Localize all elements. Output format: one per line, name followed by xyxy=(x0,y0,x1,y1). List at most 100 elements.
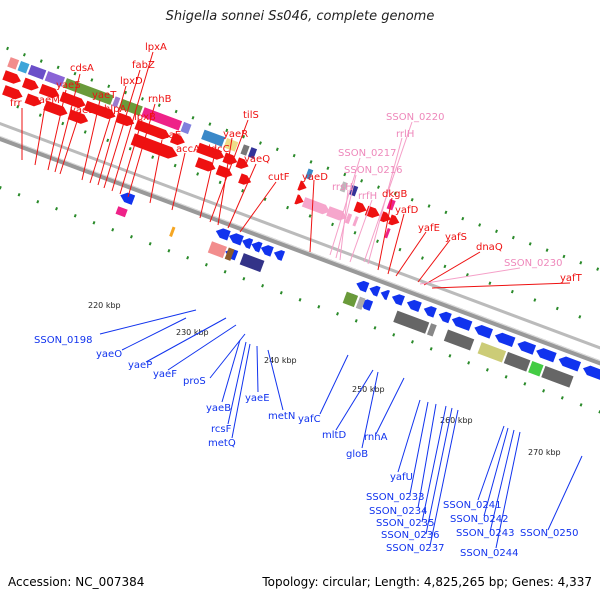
cog-box[interactable] xyxy=(339,181,348,193)
gene-arrow[interactable] xyxy=(169,132,187,147)
gene-label-sson_0243[interactable]: SSON_0243 xyxy=(456,528,515,539)
cog-box[interactable] xyxy=(44,71,66,87)
gene-arrow[interactable] xyxy=(222,152,239,167)
gene-arrow[interactable] xyxy=(388,214,401,228)
gene-arrow[interactable] xyxy=(516,339,537,355)
cog-box[interactable] xyxy=(443,329,475,351)
gene-label-yafc[interactable]: yafC xyxy=(298,414,321,425)
gene-label-sson_0220[interactable]: SSON_0220 xyxy=(386,112,445,123)
rrna-arrow[interactable] xyxy=(301,197,332,216)
gene-label-frr[interactable]: frr xyxy=(10,98,22,109)
gene-label-rrlh[interactable]: rrlH xyxy=(396,129,414,140)
gene-label-ldcc[interactable]: ldcC xyxy=(208,144,230,155)
gene-arrow[interactable] xyxy=(214,226,231,241)
gene-label-sson_0250[interactable]: SSON_0250 xyxy=(520,528,579,539)
gene-arrow[interactable] xyxy=(294,194,305,206)
cog-box[interactable] xyxy=(141,107,183,131)
gene-label-fabz[interactable]: fabZ xyxy=(132,60,155,71)
gene-arrow[interactable] xyxy=(557,354,582,372)
gene-label-yaed[interactable]: yaeD xyxy=(302,172,328,183)
cog-box[interactable] xyxy=(426,323,437,337)
gene-label-pros[interactable]: proS xyxy=(183,376,206,387)
gene-arrow[interactable] xyxy=(355,279,370,293)
gene-label-sson_0242[interactable]: SSON_0242 xyxy=(450,514,509,525)
gene-label-sson_0217[interactable]: SSON_0217 xyxy=(338,148,397,159)
gene-arrow[interactable] xyxy=(235,157,251,171)
cog-box[interactable] xyxy=(240,144,250,156)
gene-label-yaer[interactable]: yaeR xyxy=(223,129,248,140)
gene-label-sson_0237[interactable]: SSON_0237 xyxy=(386,543,445,554)
gene-arrow[interactable] xyxy=(2,70,22,86)
gene-label-yaeo[interactable]: yaeO xyxy=(96,349,122,360)
gene-arrow[interactable] xyxy=(195,157,217,173)
cog-box[interactable] xyxy=(393,310,430,334)
cog-box[interactable] xyxy=(342,291,359,308)
gene-arrow[interactable] xyxy=(250,240,263,253)
gene-arrow[interactable] xyxy=(67,109,90,126)
gene-arrow[interactable] xyxy=(272,248,286,261)
gene-arrow[interactable] xyxy=(297,180,308,193)
gene-arrow[interactable] xyxy=(227,231,244,246)
gene-arrow[interactable] xyxy=(473,323,493,339)
gene-label-metn[interactable]: metN xyxy=(268,411,295,422)
cog-box[interactable] xyxy=(118,98,143,116)
gene-arrow[interactable] xyxy=(83,100,117,122)
cog-box[interactable] xyxy=(224,247,235,261)
gene-label-sson_0233[interactable]: SSON_0233 xyxy=(366,492,425,503)
gene-label-rrfh[interactable]: rrfH xyxy=(358,191,377,202)
rrna-box[interactable] xyxy=(344,213,353,225)
cog-box[interactable] xyxy=(528,361,544,377)
cog-box[interactable] xyxy=(247,147,258,159)
gene-label-dkgb[interactable]: dkgB xyxy=(382,189,407,200)
gene-label-sson_0244[interactable]: SSON_0244 xyxy=(460,548,519,559)
gene-label-rrsh[interactable]: rrsH xyxy=(332,182,353,193)
gene-arrow[interactable] xyxy=(353,201,369,216)
gene-arrow[interactable] xyxy=(534,346,557,363)
gene-label-cdsa[interactable]: cdsA xyxy=(70,63,94,74)
cog-box[interactable] xyxy=(63,78,114,106)
gene-arrow[interactable] xyxy=(130,133,180,161)
gene-label-yaee[interactable]: yaeE xyxy=(245,393,270,404)
cog-box[interactable] xyxy=(27,64,47,80)
gene-arrow[interactable] xyxy=(259,243,274,257)
gene-label-dnaq[interactable]: dnaQ xyxy=(476,242,503,253)
gene-label-yaet[interactable]: yaeT xyxy=(92,90,117,101)
gene-label-sson_0241[interactable]: SSON_0241 xyxy=(443,500,502,511)
gene-label-sson_0234[interactable]: SSON_0234 xyxy=(369,506,428,517)
gene-arrow[interactable] xyxy=(38,83,61,100)
gene-arrow[interactable] xyxy=(24,93,43,108)
gene-arrow[interactable] xyxy=(2,85,24,101)
gene-label-sson_0216[interactable]: SSON_0216 xyxy=(344,165,403,176)
gene-arrow[interactable] xyxy=(59,91,87,110)
cog-box[interactable] xyxy=(17,60,30,74)
cog-box[interactable] xyxy=(355,296,366,310)
gene-arrow[interactable] xyxy=(119,191,136,205)
gene-label-rnhb[interactable]: rnhB xyxy=(148,94,172,105)
gene-label-yafe[interactable]: yafE xyxy=(418,223,440,234)
gene-arrow[interactable] xyxy=(493,331,516,348)
gene-arrow[interactable] xyxy=(215,164,234,180)
gene-label-yaft[interactable]: yafT xyxy=(560,273,583,284)
gene-arrow[interactable] xyxy=(21,77,40,93)
cog-box[interactable] xyxy=(112,96,121,108)
cog-box[interactable] xyxy=(305,168,314,180)
gene-label-metq[interactable]: metQ xyxy=(208,438,236,449)
rrna-box[interactable] xyxy=(352,216,359,227)
gene-arrow[interactable] xyxy=(240,236,254,249)
gene-label-lpxa[interactable]: lpxA xyxy=(145,42,167,53)
gene-label-acca[interactable]: accA xyxy=(176,144,200,155)
gene-label-yafs[interactable]: yafS xyxy=(445,232,467,243)
gene-label-yaeq[interactable]: yaeQ xyxy=(244,154,270,165)
gene-label-sson_0198[interactable]: SSON_0198 xyxy=(34,335,93,346)
gene-label-lpxb[interactable]: lpxB xyxy=(134,112,156,123)
gene-arrow[interactable] xyxy=(379,288,390,301)
gene-arrow[interactable] xyxy=(422,304,437,318)
gene-label-yafd[interactable]: yafD xyxy=(395,205,419,216)
gene-label-dnae[interactable]: dnaE xyxy=(156,130,181,141)
gene-arrow[interactable] xyxy=(196,142,226,162)
gene-label-tils[interactable]: tilS xyxy=(243,110,259,121)
gene-label-lpxd[interactable]: lpxD xyxy=(120,76,143,87)
gene-label-yaem[interactable]: yaeM xyxy=(33,95,60,106)
cog-box[interactable] xyxy=(477,342,507,363)
gene-arrow[interactable] xyxy=(405,298,422,312)
